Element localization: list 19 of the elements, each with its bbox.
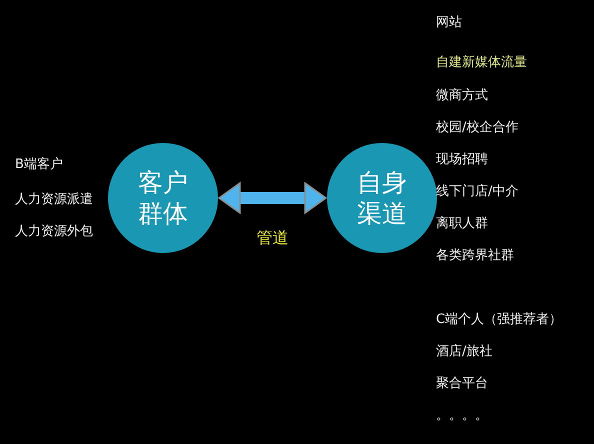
list-item-text: 人力资源外包 [15,224,93,240]
list-item-text: 聚合平台 [436,376,488,392]
list-item-text: B端客户 [15,157,63,173]
list-item-text: 。。。。 [436,408,488,424]
node-text: 自身渠道 [356,167,408,229]
double-arrow [218,182,327,214]
list-item-text: 微商方式 [436,88,488,104]
list-item-text: 人力资源派遣 [15,192,93,208]
list-item-text: 各类跨界社群 [436,248,514,264]
edge-label: 管道 [256,228,288,248]
node-text: 客户群体 [137,167,189,229]
list-item-text: 离职人群 [436,216,488,232]
list-item-text: C端个人（强推荐者） [436,312,562,328]
list-item-text: 自建新媒体流量 [436,55,527,71]
list-item-text: 网站 [436,15,462,31]
list-item-text: 线下门店/中介 [436,184,518,200]
list-item-text: 校园/校企合作 [436,120,518,136]
list-item-text: 酒店/旅社 [436,344,492,360]
list-item-text: 现场招聘 [436,152,488,168]
